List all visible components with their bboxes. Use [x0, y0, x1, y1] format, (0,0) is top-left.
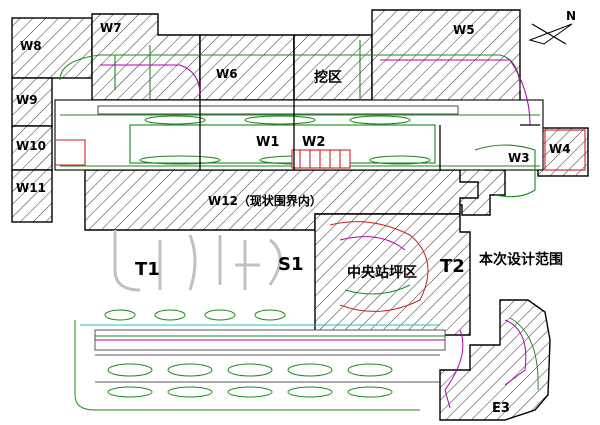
- label-w10: W10: [16, 139, 46, 153]
- label-wa: 挖区: [314, 69, 342, 86]
- zone-w12: [84, 169, 479, 231]
- zone-w6: [199, 34, 295, 101]
- zone-w8: [11, 17, 93, 79]
- label-t2: T2: [440, 256, 465, 277]
- label-w11: W11: [16, 181, 46, 195]
- north-grid-lines: [199, 35, 540, 170]
- label-w12: W12（现状围界内）: [208, 193, 322, 208]
- label-w4: W4: [549, 142, 571, 156]
- label-w1: W1: [256, 135, 279, 150]
- label-w8: W8: [20, 39, 42, 53]
- north-hatched-zones: [11, 9, 589, 421]
- label-s1: S1: [278, 254, 304, 275]
- label-w3: W3: [508, 151, 530, 165]
- legend-design-scope: 本次设计范围: [479, 251, 563, 268]
- south-airfield: [74, 221, 539, 411]
- label-w9: W9: [16, 93, 38, 107]
- label-w2: W2: [302, 135, 325, 150]
- label-t1: T1: [135, 259, 160, 280]
- zone-e3: [439, 299, 551, 421]
- label-w6: W6: [216, 67, 238, 81]
- zone-w11: [11, 169, 53, 223]
- north-airfield-lines: [54, 40, 586, 198]
- zone-labels: W8 W9 W10 W11 W7 W6 挖区 W5 W1 W2 W3 W4 W1…: [16, 21, 571, 416]
- zone-w9: [11, 77, 53, 127]
- compass-north-arrow: N: [528, 9, 576, 45]
- label-w7: W7: [100, 21, 122, 35]
- label-w5: W5: [453, 23, 475, 37]
- label-e3: E3: [492, 401, 510, 416]
- zone-w4: [537, 127, 589, 177]
- label-center: 中央站坪区: [347, 264, 417, 281]
- compass-north-label: N: [566, 9, 576, 23]
